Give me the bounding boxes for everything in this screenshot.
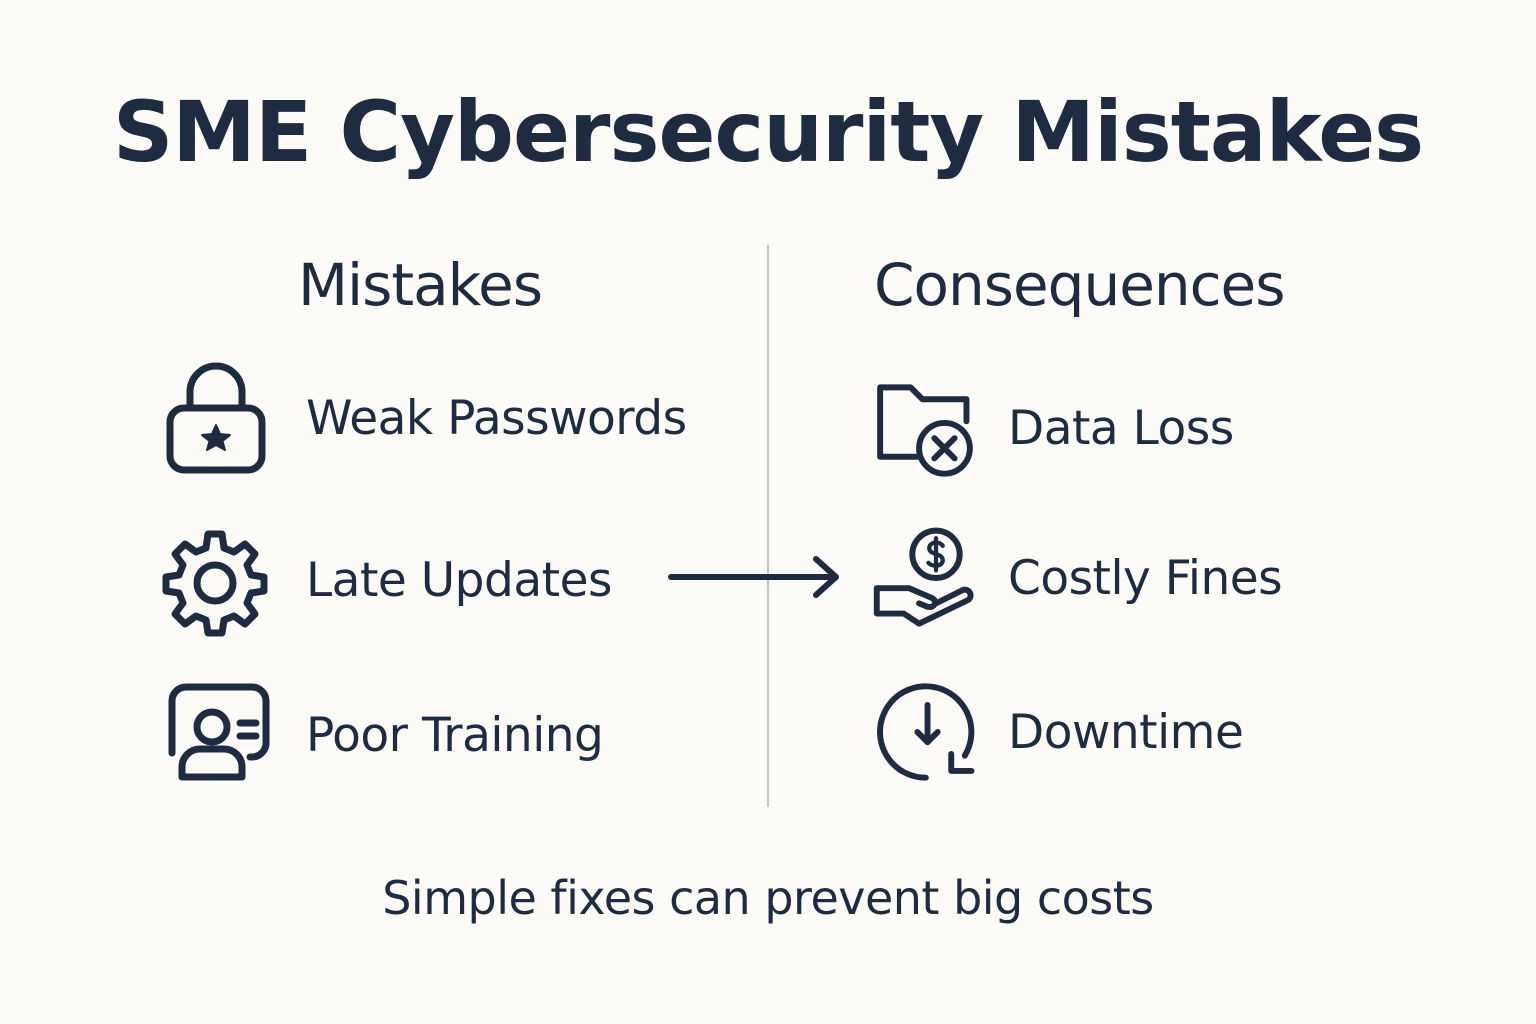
mistake-label: Late Updates bbox=[306, 552, 612, 608]
consequence-item-data-loss: Data Loss bbox=[870, 368, 1234, 488]
user-id-card-icon bbox=[160, 675, 270, 795]
mistake-item-poor-training: Poor Training bbox=[160, 675, 604, 795]
column-divider bbox=[767, 245, 769, 807]
lock-star-icon bbox=[160, 358, 270, 478]
mistake-item-late-updates: Late Updates bbox=[160, 520, 612, 640]
consequence-label: Data Loss bbox=[1008, 400, 1234, 456]
consequence-label: Costly Fines bbox=[1008, 550, 1283, 606]
consequence-item-costly-fines: Costly Fines bbox=[870, 518, 1283, 638]
mistake-label: Weak Passwords bbox=[306, 390, 687, 446]
mistakes-heading: Mistakes bbox=[298, 251, 543, 319]
consequences-heading: Consequences bbox=[874, 251, 1285, 319]
clock-down-arrow-icon bbox=[870, 672, 980, 792]
mistake-label: Poor Training bbox=[306, 707, 604, 763]
folder-x-icon bbox=[870, 368, 980, 488]
mistake-item-weak-passwords: Weak Passwords bbox=[160, 358, 687, 478]
consequence-item-downtime: Downtime bbox=[870, 672, 1244, 792]
consequence-label: Downtime bbox=[1008, 704, 1244, 760]
footer-tagline: Simple fixes can prevent big costs bbox=[382, 871, 1154, 925]
page-title: SME Cybersecurity Mistakes bbox=[112, 83, 1424, 181]
arrow-right-icon bbox=[668, 556, 839, 598]
gear-icon bbox=[160, 520, 270, 640]
hand-dollar-icon bbox=[870, 518, 980, 638]
